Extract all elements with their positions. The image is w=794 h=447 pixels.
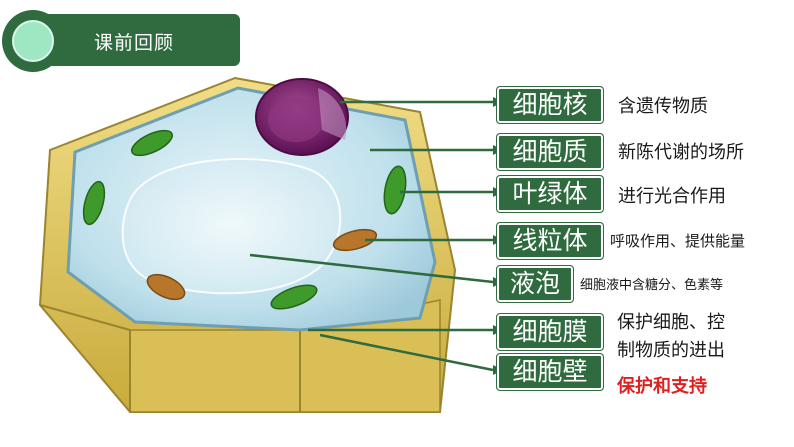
header-circle-inner [12, 20, 54, 62]
header-bar [40, 14, 240, 66]
label-chloroplast: 叶绿体 [496, 175, 604, 213]
desc-cell-membrane-line2: 制物质的进出 [617, 340, 725, 361]
vacuole [121, 157, 342, 295]
desc-cell-membrane-line1: 保护细胞、控 [617, 312, 725, 333]
pointer-lines [249, 100, 494, 372]
mitochondria [146, 228, 378, 301]
desc-vacuole: 细胞液中含糖分、色素等 [580, 278, 724, 293]
label-nucleus: 细胞核 [496, 86, 604, 124]
label-mitochondria: 线粒体 [496, 222, 604, 260]
header-circle-icon [2, 10, 64, 72]
desc-cell-wall: 保护和支持 [617, 376, 707, 397]
desc-chloroplast: 进行光合作用 [618, 186, 726, 207]
header-title: 课前回顾 [94, 32, 175, 54]
section-header: 课前回顾 [0, 8, 240, 72]
label-vacuole: 液泡 [496, 265, 574, 303]
desc-nucleus: 含遗传物质 [618, 96, 708, 117]
label-cell-membrane: 细胞膜 [496, 313, 604, 351]
desc-mitochondria: 呼吸作用、提供能量 [610, 232, 746, 250]
label-cytoplasm: 细胞质 [496, 133, 604, 171]
nucleus [255, 78, 349, 156]
desc-cytoplasm: 新陈代谢的场所 [618, 142, 744, 163]
label-cell-wall: 细胞壁 [496, 353, 604, 391]
